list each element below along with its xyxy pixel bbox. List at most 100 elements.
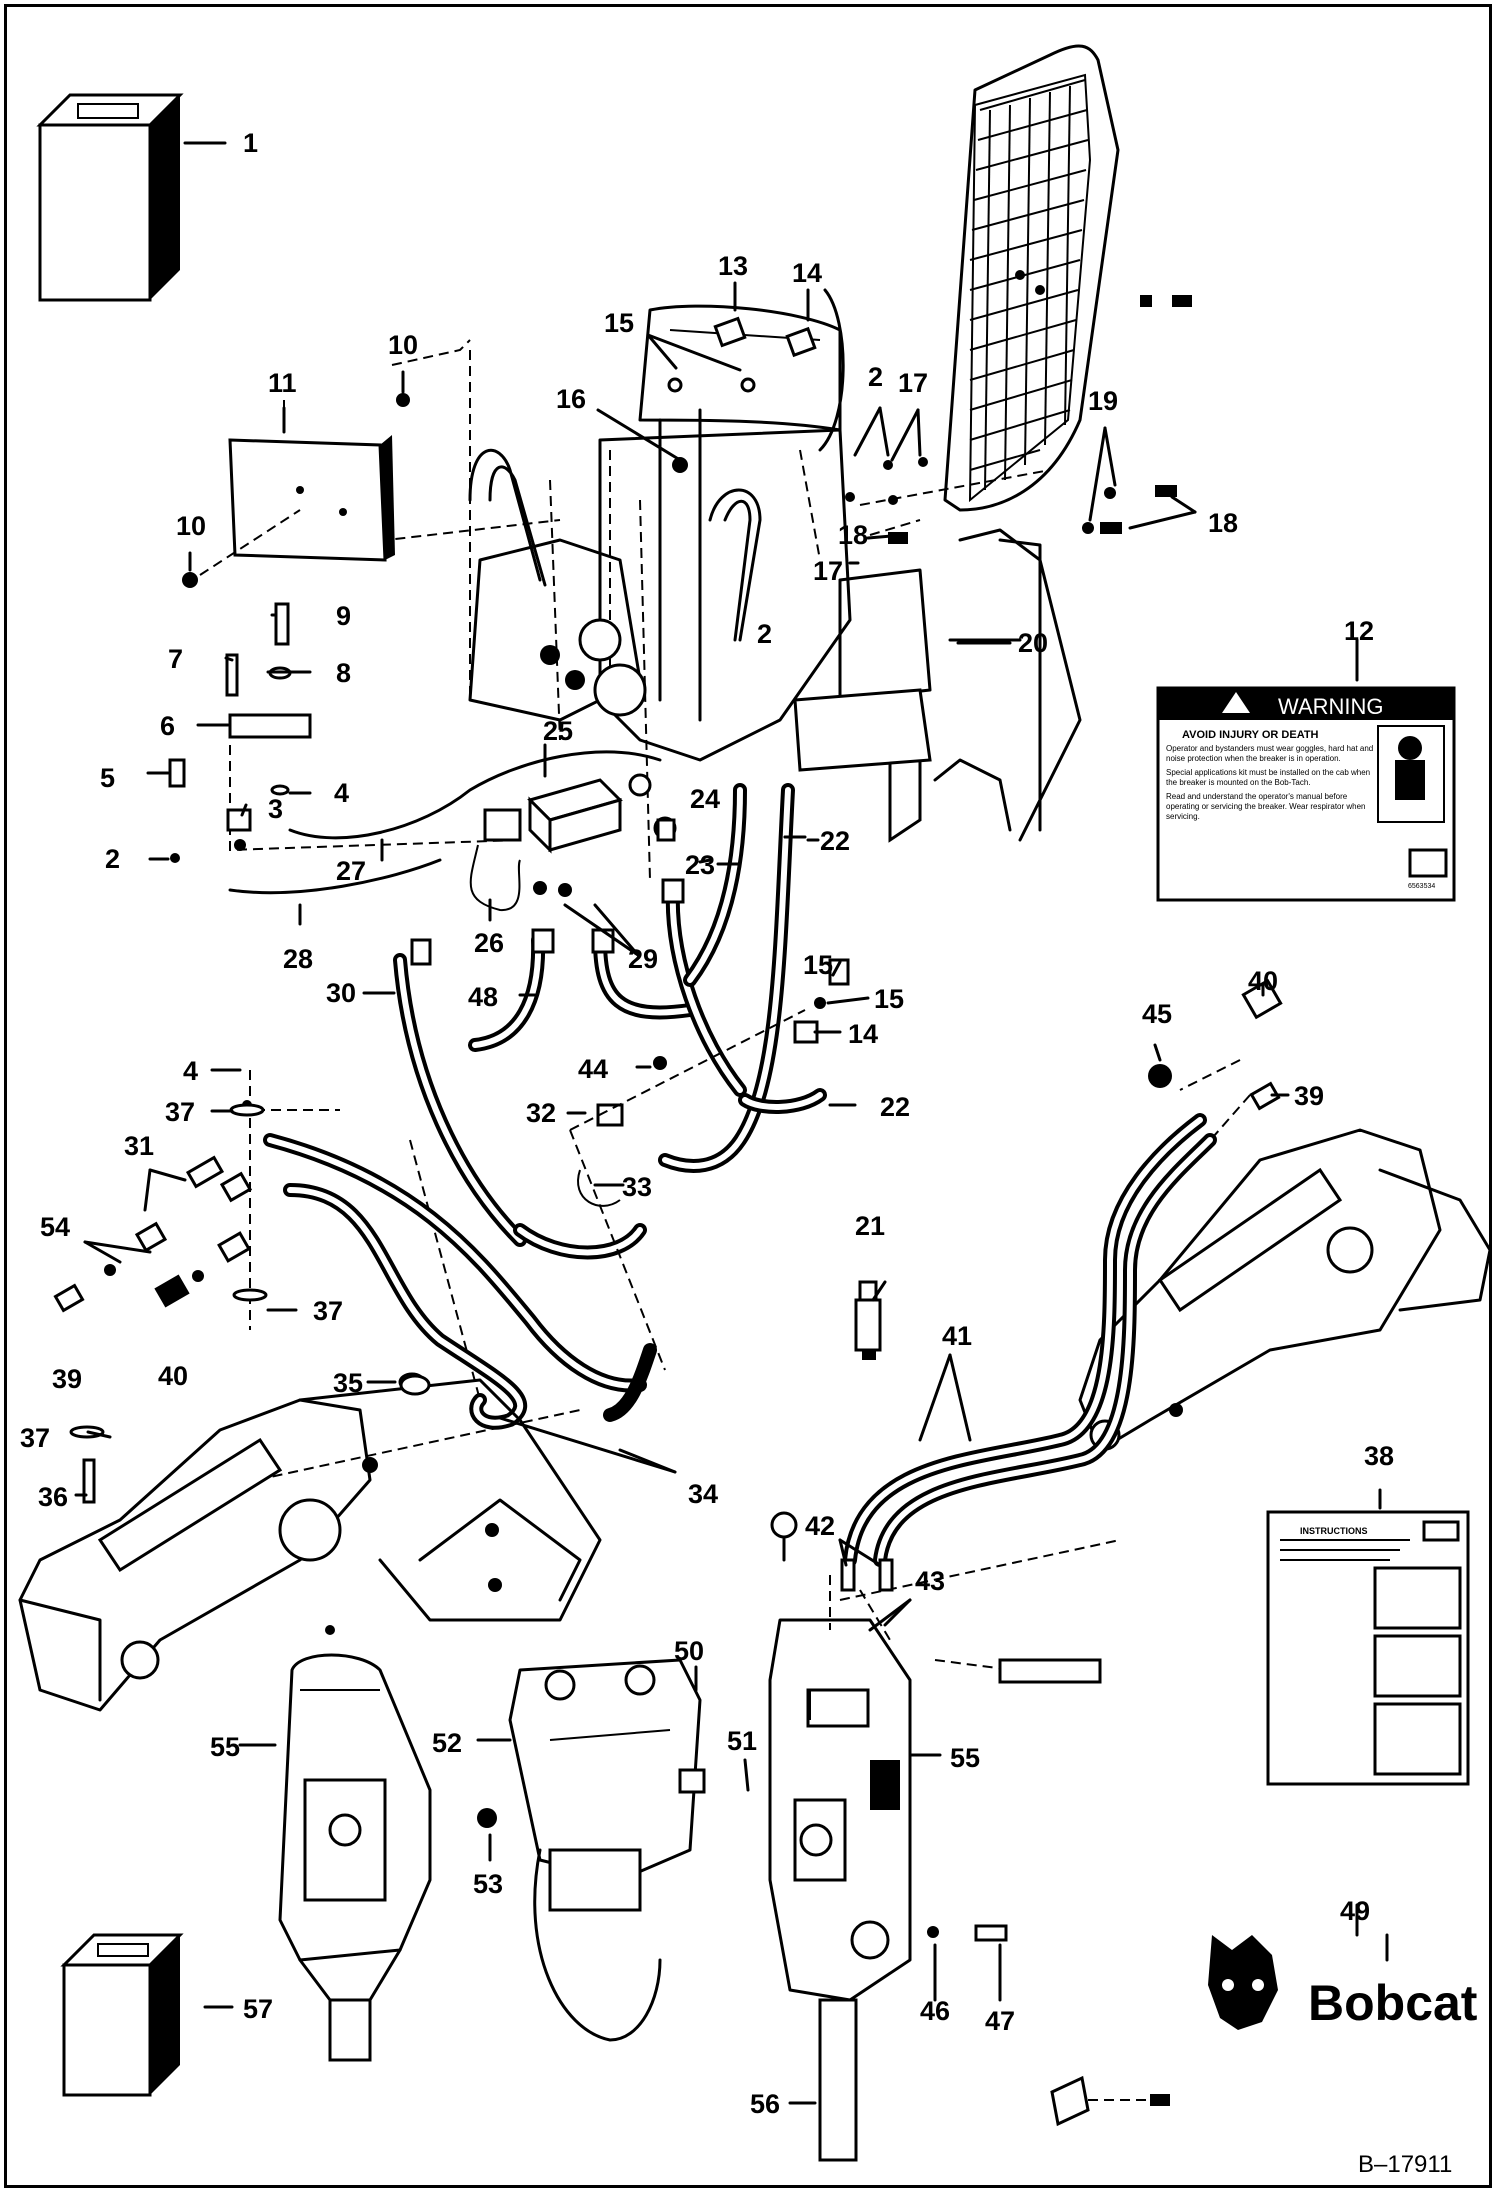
manual-box-1: [36, 93, 227, 302]
fittings-center: [410, 818, 850, 1207]
warning-bullet-2: Special applications kit must be install…: [1166, 768, 1371, 787]
cab-frame-20: [888, 528, 1082, 843]
hose-26: [469, 844, 521, 912]
bobcat-wordmark: Bobcat: [1308, 1975, 1478, 2031]
breaker-55-left: [278, 1653, 432, 2062]
eyebolt-42: [770, 1511, 1102, 1684]
instruction-sheet-38: [1266, 1510, 1470, 1786]
warning-bullet-1: Operator and bystanders must wear goggle…: [1166, 744, 1374, 763]
label-43: 43: [915, 1566, 945, 1596]
label-37-a: 37: [165, 1097, 195, 1127]
label-15-mid-a: 15: [803, 950, 833, 980]
label-40-left: 40: [158, 1361, 188, 1391]
label-27: 27: [336, 856, 366, 886]
plate-11: [228, 400, 395, 562]
label-29: 29: [628, 944, 658, 974]
nut-10b: [182, 572, 198, 588]
hoses-34: [263, 1133, 657, 1430]
loader-frame: [468, 304, 932, 772]
label-52: 52: [432, 1728, 462, 1758]
label-39-right: 39: [1294, 1081, 1324, 1111]
label-22-upper: 22: [820, 826, 850, 856]
label-21: 21: [855, 1211, 885, 1241]
label-8: 8: [336, 658, 351, 688]
label-36: 36: [38, 1482, 68, 1512]
dashed-leaders-mid: [209, 1009, 1251, 1681]
fitting-21: [854, 1280, 882, 1360]
label-16: 16: [556, 384, 586, 414]
manual-box-57: [60, 1933, 234, 2097]
fittings-left: [53, 1100, 426, 1504]
label-35: 35: [333, 1368, 363, 1398]
label-44: 44: [578, 1054, 608, 1084]
diagram-frame: [4, 4, 1492, 2188]
label-6: 6: [160, 711, 175, 741]
hose-28: [228, 858, 442, 895]
dashed-leaders-top: [229, 339, 1051, 881]
label-46: 46: [920, 1996, 950, 2026]
label-4-upper: 4: [334, 778, 349, 808]
label-12: 12: [1344, 616, 1374, 646]
label-2-left: 2: [105, 844, 120, 874]
fittings-top: [667, 288, 845, 473]
fasteners-top-right: [845, 270, 1192, 544]
breaker-55-right: [768, 1618, 1008, 2162]
warning-bullet-3: Read and understand the operator's manua…: [1166, 792, 1366, 821]
label-38: 38: [1364, 1441, 1394, 1471]
label-25: 25: [543, 716, 573, 746]
label-50: 50: [674, 1636, 704, 1666]
label-5: 5: [100, 763, 115, 793]
label-34: 34: [688, 1479, 718, 1509]
label-33: 33: [622, 1172, 652, 1202]
label-18-right: 18: [1208, 508, 1238, 538]
label-22-lower: 22: [880, 1092, 910, 1122]
cab-screen-19: [943, 44, 1120, 512]
bracket-bottom-right: [1050, 2075, 1170, 2127]
hydraulic-hoses: [393, 783, 827, 1260]
label-42: 42: [805, 1511, 835, 1541]
nut-10a: [396, 393, 410, 407]
fasteners-left: [168, 602, 312, 863]
label-41: 41: [942, 1321, 972, 1351]
label-51: 51: [727, 1726, 757, 1756]
label-17-top: 17: [898, 368, 928, 398]
hoses-41: [843, 1113, 1217, 1567]
label-20: 20: [1018, 628, 1048, 658]
label-14-mid: 14: [848, 1019, 878, 1049]
label-26: 26: [474, 928, 504, 958]
valve-block-25: [483, 773, 677, 897]
bob-tach-52: [477, 1658, 706, 2042]
label-28: 28: [283, 944, 313, 974]
warning-bullets: Operator and bystanders must wear goggle…: [1166, 744, 1374, 821]
label-3: 3: [268, 794, 283, 824]
warning-heading: WARNING: [1278, 694, 1384, 719]
label-39-left: 39: [52, 1364, 82, 1394]
label-30: 30: [326, 978, 356, 1008]
label-55-right: 55: [950, 1743, 980, 1773]
label-10-top: 10: [388, 330, 418, 360]
figure-id: B–17911: [1358, 2151, 1452, 2178]
warning-subheading: AVOID INJURY OR DEATH: [1182, 729, 1319, 741]
label-9: 9: [336, 601, 351, 631]
label-54: 54: [40, 1212, 70, 1242]
label-10-left: 10: [176, 511, 206, 541]
label-47: 47: [985, 2006, 1015, 2036]
loader-arm-left: [18, 1378, 602, 1712]
label-37-b: 37: [313, 1296, 343, 1326]
label-40-right: 40: [1248, 966, 1278, 996]
label-24: 24: [690, 784, 720, 814]
label-31: 31: [124, 1131, 154, 1161]
hose-27: [288, 750, 662, 840]
label-19: 19: [1088, 386, 1118, 416]
screen-mesh: [969, 79, 1089, 491]
label-4-lower: 4: [183, 1056, 198, 1086]
label-15-top: 15: [604, 308, 634, 338]
label-49: 49: [1340, 1896, 1370, 1926]
label-32: 32: [526, 1098, 556, 1128]
label-2-center: 2: [757, 619, 772, 649]
instructions-title: INSTRUCTIONS: [1300, 1526, 1368, 1536]
label-18-mid: 18: [838, 520, 868, 550]
label-53: 53: [473, 1869, 503, 1899]
label-2-top: 2: [868, 362, 883, 392]
